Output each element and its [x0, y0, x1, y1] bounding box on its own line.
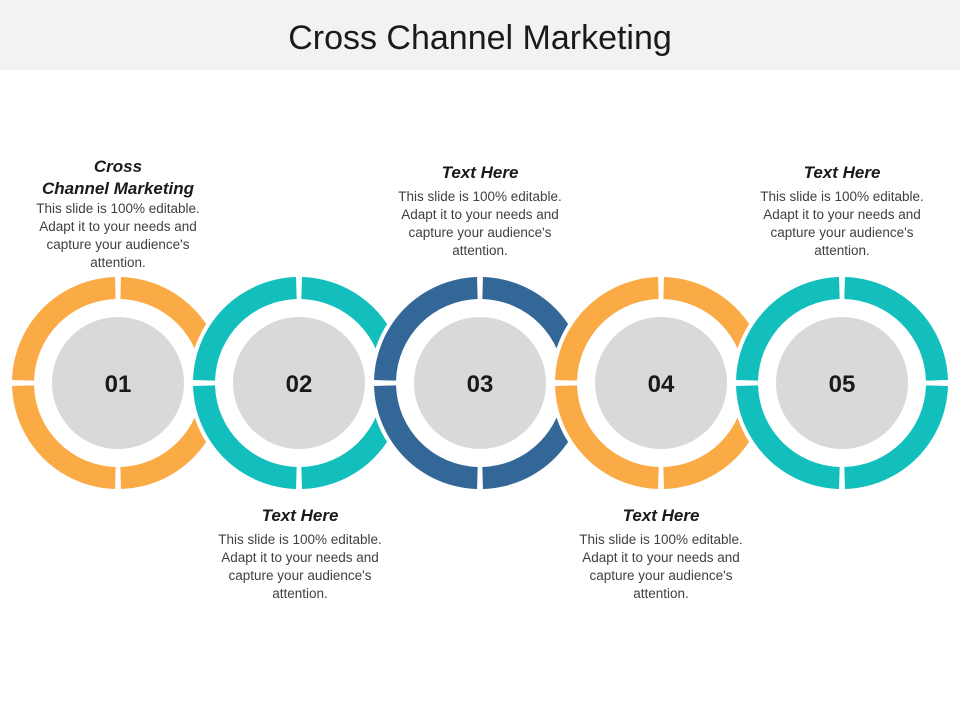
ring-4-segment-3: [555, 385, 659, 489]
step-5-text: Text Here This slide is 100% editable. A…: [752, 162, 932, 260]
step-3-heading: Text Here: [441, 163, 519, 182]
step-1-heading-line2: Channel Marketing: [41, 179, 195, 198]
step-1-heading-line1: Cross: [93, 157, 143, 176]
ring-5-center: [776, 317, 908, 449]
ring-5-segment-4: [736, 277, 840, 381]
ring-5-segment-1: [844, 277, 948, 381]
ring-2-segment-3: [193, 385, 297, 489]
step-2-text: Text Here This slide is 100% editable. A…: [210, 505, 390, 603]
step-4-text: Text Here This slide is 100% editable. A…: [571, 505, 751, 603]
ring-5-segment-2: [844, 385, 948, 489]
title-bar: [0, 0, 960, 70]
ring-4-segment-4: [555, 277, 659, 381]
step-4-body: This slide is 100% editable. Adapt it to…: [579, 532, 743, 601]
ring-1-center: [52, 317, 184, 449]
step-3-text: Text Here This slide is 100% editable. A…: [390, 162, 570, 260]
ring-1-number: 01: [105, 371, 132, 398]
step-1-text: Cross Channel Marketing This slide is 10…: [28, 156, 208, 272]
ring-3-segment-4: [374, 277, 478, 381]
step-4-heading: Text Here: [622, 506, 700, 525]
ring-3-segment-3: [374, 385, 478, 489]
ring-4-number: 04: [648, 371, 675, 398]
step-1-body: This slide is 100% editable. Adapt it to…: [36, 201, 200, 270]
ring-2-number: 02: [286, 371, 313, 398]
ring-5-number: 05: [829, 371, 856, 398]
step-2-body: This slide is 100% editable. Adapt it to…: [218, 532, 382, 601]
ring-1-segment-3: [12, 385, 116, 489]
ring-2-center: [233, 317, 365, 449]
ring-5-segment-3: [736, 385, 840, 489]
step-5-body: This slide is 100% editable. Adapt it to…: [760, 189, 924, 258]
ring-2-segment-4: [193, 277, 297, 381]
ring-4: 04: [551, 273, 771, 493]
step-1-heading: Cross Channel Marketing: [28, 156, 208, 200]
ring-4-center: [595, 317, 727, 449]
ring-3-center: [414, 317, 546, 449]
page-title: Cross Channel Marketing: [288, 19, 672, 57]
ring-1-segment-4: [12, 277, 116, 381]
ring-3-number: 03: [467, 371, 494, 398]
ring-5: 05: [732, 273, 952, 493]
step-2-heading: Text Here: [261, 506, 339, 525]
step-5-heading: Text Here: [803, 163, 881, 182]
step-3-body: This slide is 100% editable. Adapt it to…: [398, 189, 562, 258]
